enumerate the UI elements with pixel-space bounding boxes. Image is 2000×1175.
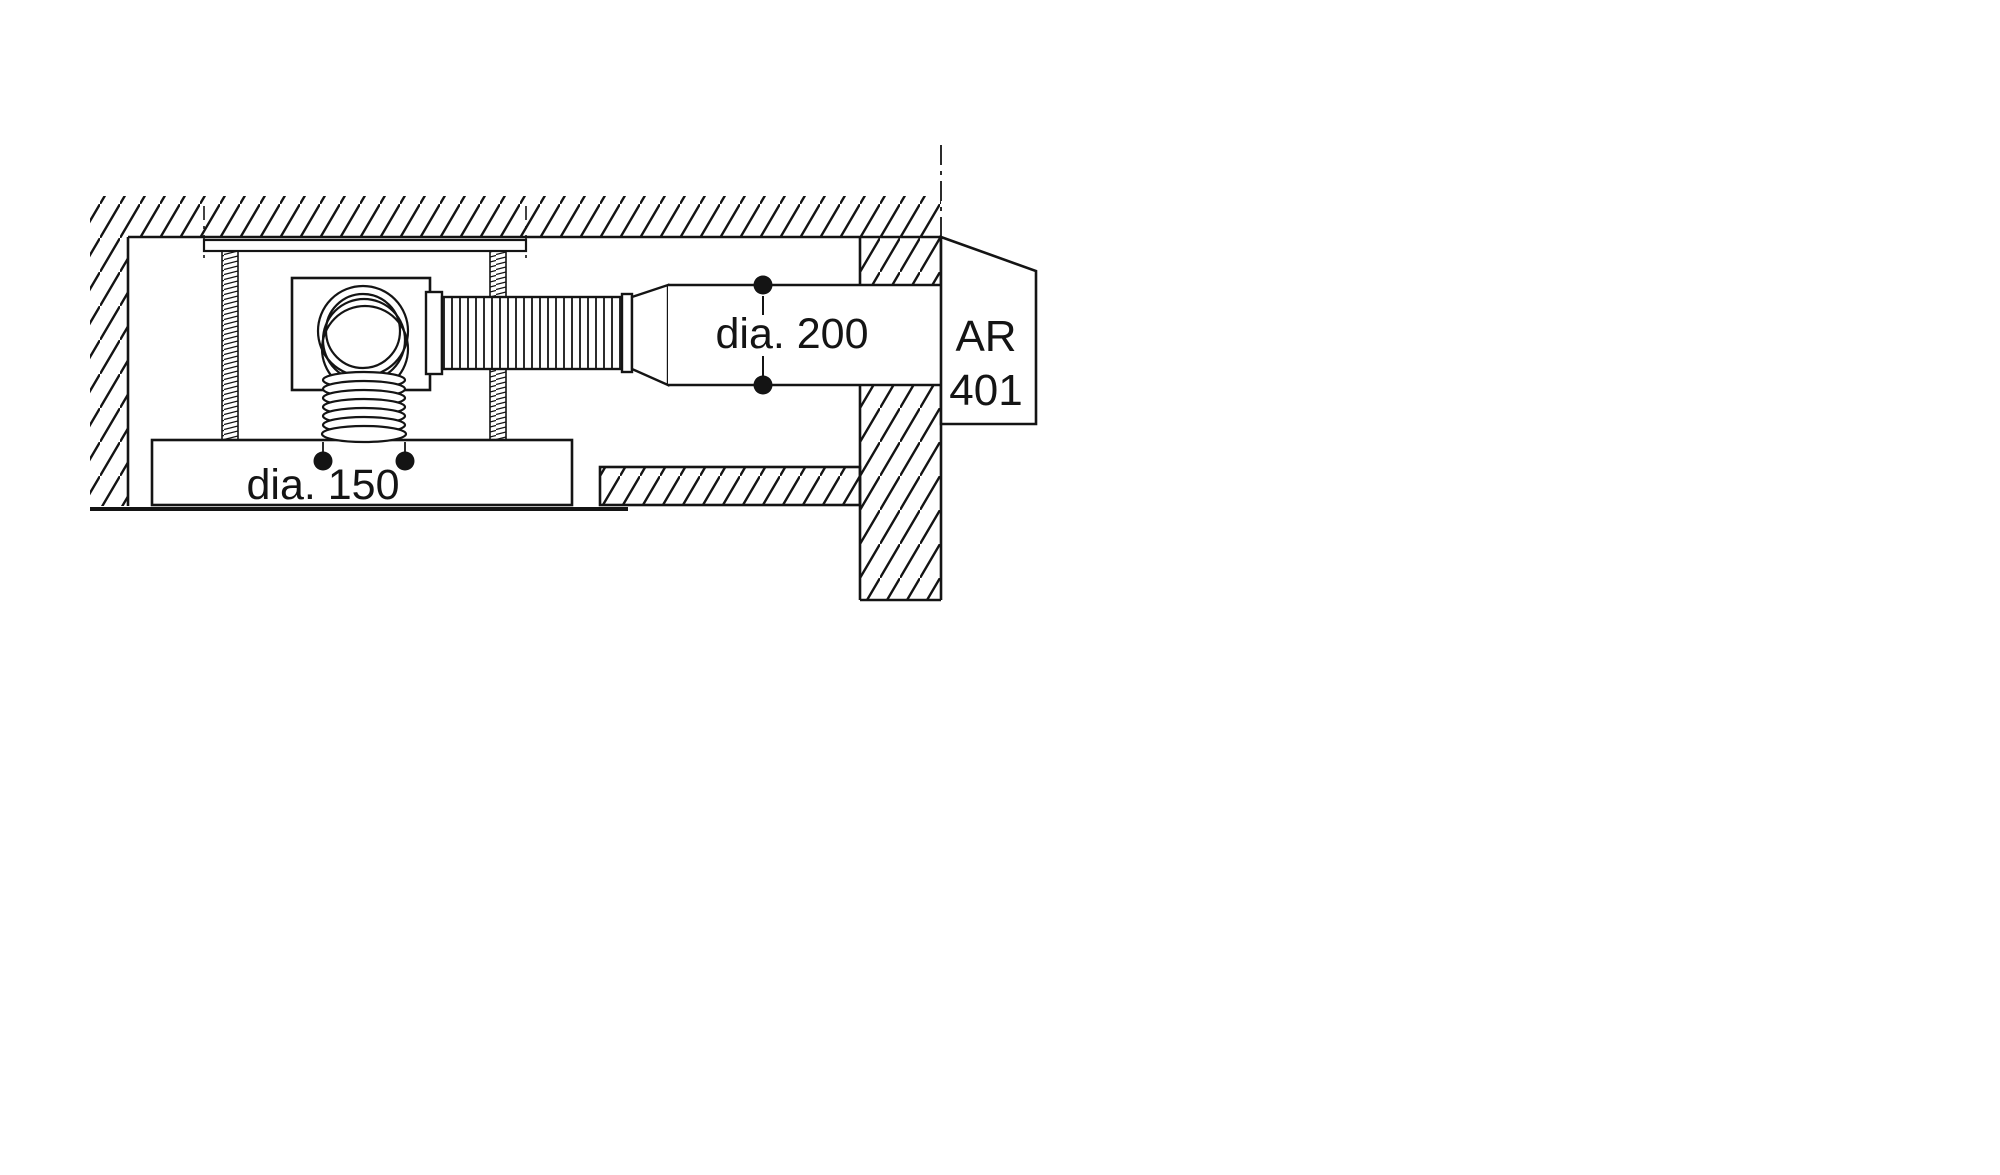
round-duct-200-fill [668,285,941,385]
dimension-dot-right [395,451,415,471]
label-model-line2: 401 [949,366,1022,415]
label-dia-150: dia. 150 [246,461,399,509]
ceiling-hatch-section [90,196,941,237]
dimension-dot-left [313,451,333,471]
dimension-dot-bottom [753,375,773,395]
round-duct-200 [668,283,941,387]
label-model-line1: AR [955,312,1016,361]
dimension-dia-150: dia. 150 [246,442,415,509]
left-wall-hatch-section [90,237,128,506]
ceiling-mounting-plate [202,238,528,253]
flex-duct-elbow [316,284,410,444]
lower-wall-hatch-section [598,465,862,507]
threaded-rod-left [221,250,239,442]
blower-model-plate-outline [939,235,1038,426]
corrugated-duct-collar [620,292,634,374]
corrugated-duct-body [440,295,624,371]
corrugated-duct [424,290,634,376]
label-dia-200: dia. 200 [715,310,868,358]
dimension-dia-200: dia. 200 [715,275,869,395]
corrugated-duct-flange [424,290,444,376]
blower-model-plate: AR 401 [939,235,1038,426]
transition-cone [630,283,670,387]
dimension-dot-top [753,275,773,295]
